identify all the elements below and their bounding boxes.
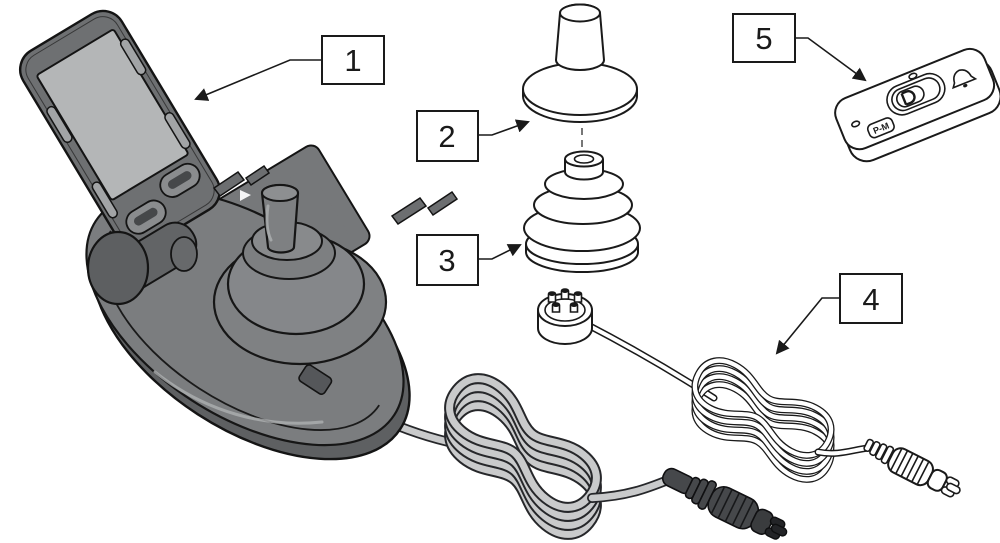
screw-slot [908,72,918,80]
callout-4-box [839,273,903,324]
callouts: 1 2 3 4 5 [194,13,903,355]
leader-line-3 [478,244,522,260]
part-4-cable-assembly [537,288,961,498]
callout-3-box [416,234,479,286]
rocker-speed-glyph [900,90,916,106]
hinge-knuckle [170,236,198,272]
connector-pin-tip [574,292,582,296]
mode-button-label-area [133,207,158,226]
callout-1-box [321,35,385,85]
callout-2-box [416,110,479,162]
latch-tab [244,164,271,187]
joystick-knob-top [261,184,299,202]
base-latch-tabs [390,190,459,226]
leader-line-2 [478,119,530,136]
base-highlight [153,370,324,425]
flip-hinge [86,221,198,306]
latch-tab [390,196,428,226]
bezel-slot [119,38,147,76]
knob-top [559,3,601,23]
latch-tab [212,170,246,198]
coil-windings [439,367,608,543]
plug-barrel-ribs [890,448,930,485]
plug-rib [863,438,875,453]
boot-collar-hole [573,154,595,164]
part-1-controller-unit [18,9,788,543]
plug-barrel-ribs [710,486,754,529]
part-5-switch-module: P-M [834,47,1000,163]
controller-cable-coil [439,367,673,543]
cable-segment [588,476,672,502]
plug-pin [770,523,788,537]
leader-line-5 [795,37,867,82]
screw-slot [851,120,861,128]
callout-5-box [732,13,796,63]
bezel-slot [91,181,119,219]
callout-1-number: 1 [344,43,361,78]
profile-button-label-area [167,171,192,189]
leader-line-4 [775,297,840,355]
plug-pin [945,482,961,495]
plug-nose [926,468,948,492]
flip-display [18,9,222,251]
joystick-assembly [212,183,388,366]
part-2-joystick-knob [522,3,638,168]
bell-clapper [963,83,968,88]
round-connector [537,288,593,345]
connector-pins [547,288,583,313]
bell-body [952,69,978,90]
knob-highlight [265,204,273,242]
callout-4-number: 4 [862,282,879,317]
deck-latch-tabs [212,164,271,198]
pm-label-badge [866,117,895,139]
leader-line-1 [194,59,322,101]
deck-arrow-icon [240,190,251,201]
controller-cable-plug [661,467,788,540]
display-screen [36,29,189,201]
connector-pin-tip [552,303,560,307]
rocker-switch [895,85,925,108]
hinge-knuckle [86,230,150,306]
part-3-rubber-boot [523,150,641,273]
callout-5-number: 5 [755,21,772,56]
cable-coil [687,352,840,489]
callout-2-number: 2 [438,119,455,154]
bezel-slot [164,112,191,150]
connector-pin-tip [548,292,556,296]
connector-pin-tip [570,303,578,307]
cable-port [298,364,333,395]
plug-rib [869,441,881,457]
plug-rib [874,443,888,461]
connector-pin-tip [561,289,569,293]
callout-3-number: 3 [438,243,455,278]
cable-end-plug [863,438,961,498]
bezel-slot [46,105,73,144]
latch-tab [426,190,459,217]
bell-icon [952,69,978,90]
